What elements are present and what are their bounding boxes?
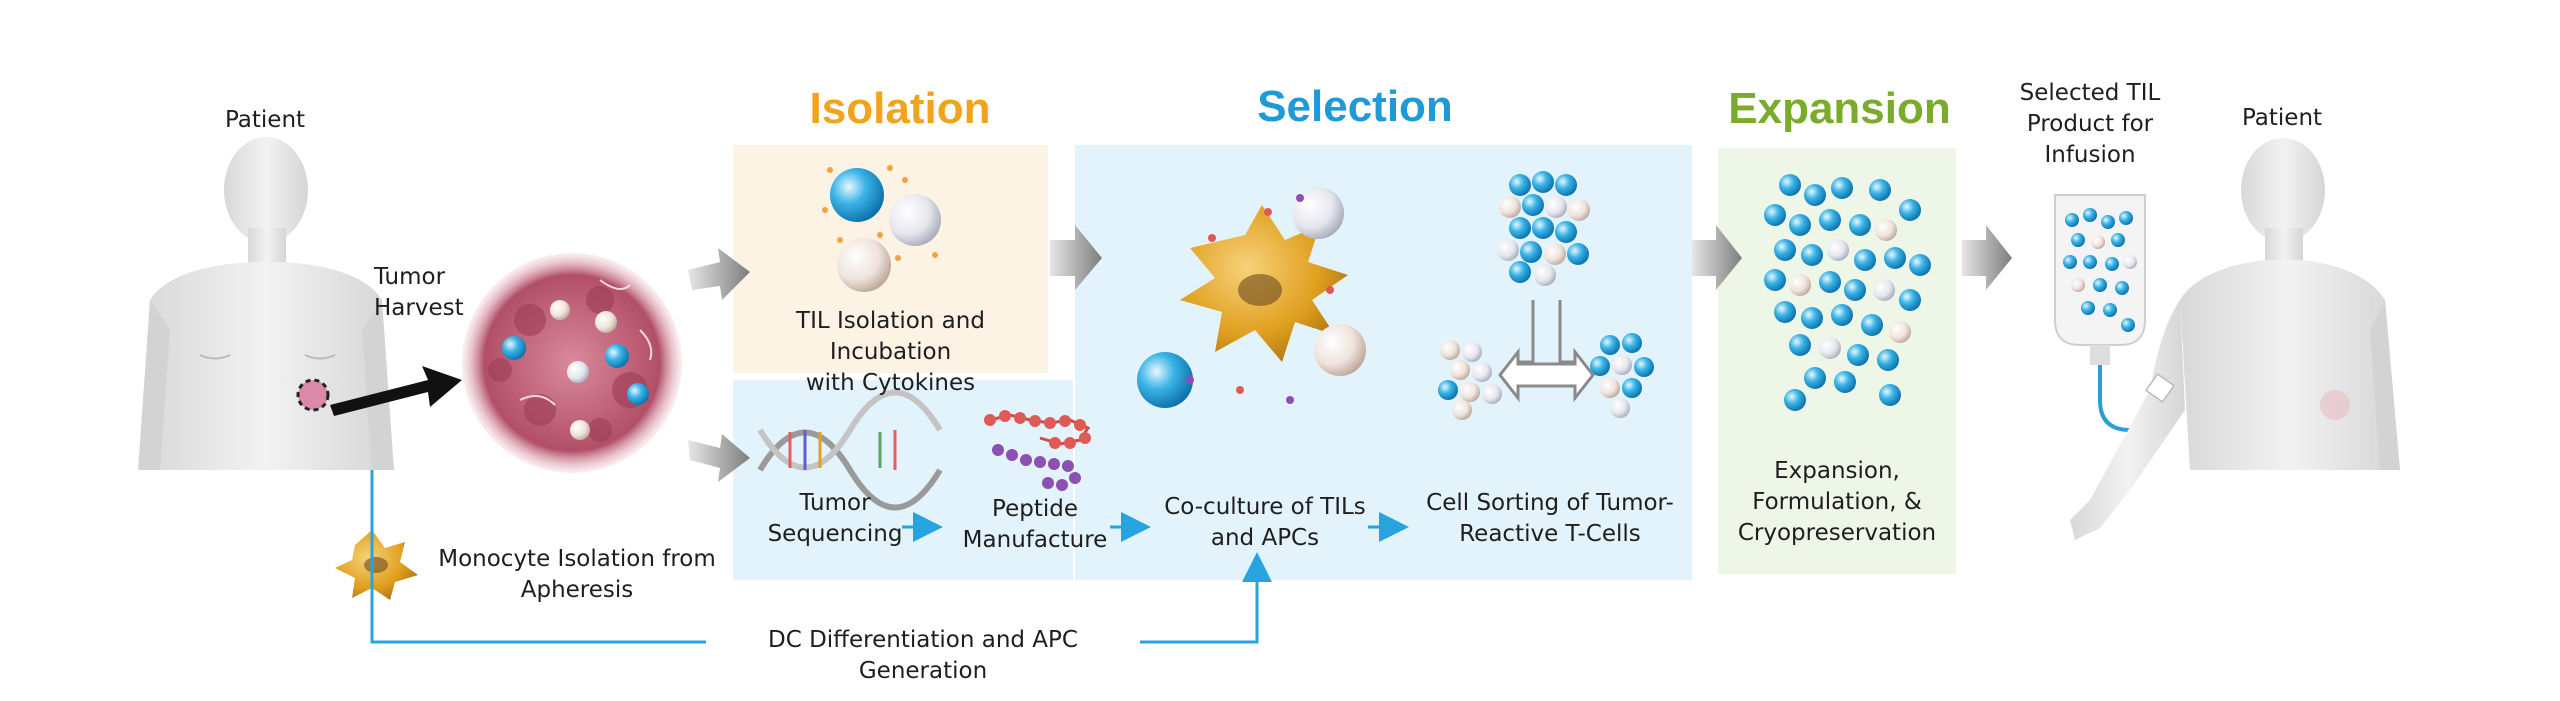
monocyte-label: Monocyte Isolation from Apheresis (438, 546, 716, 603)
peptide-label: Peptide Manufacture (962, 496, 1108, 553)
isolation-heading: Isolation (809, 84, 991, 133)
dendritic-cell-icon (1137, 187, 1366, 408)
dna-helix-icon (757, 389, 943, 511)
monocyte-icon (335, 530, 418, 600)
arrow-to-sequencing (688, 434, 750, 482)
isolation-panel (733, 145, 1048, 373)
infusion-bag-icon (2054, 194, 2162, 433)
selection-heading: Selection (1257, 82, 1453, 131)
blue-connectors (370, 470, 1409, 644)
arrow-to-isolation (688, 248, 750, 300)
t-cell-cluster-icon (1438, 171, 1654, 420)
dc-diff-label: DC Differentiation and APC Generation (706, 625, 1140, 687)
patient-silhouette-right-icon (2070, 138, 2400, 540)
arrow-isolation-to-selection (1050, 225, 1102, 290)
isolation-cells-icon (822, 165, 941, 292)
tumor-tissue-icon (462, 253, 682, 473)
arrow-selection-to-expansion (1692, 225, 1742, 290)
expansion-desc-label: Expansion, Formulation, & Cryopreservati… (1737, 458, 1937, 546)
tumor-harvest-label: Tumor Harvest (374, 264, 464, 321)
patient-left-label: Patient (224, 107, 306, 133)
cell-sorting-label: Cell Sorting of Tumor- Reactive T-Cells (1426, 490, 1674, 547)
coculture-label: Co-culture of TILs and APCs (1164, 494, 1366, 551)
sort-arrows-icon (1498, 300, 1595, 403)
expansion-cells-icon (1764, 174, 1931, 411)
selected-til-label: Selected TIL Product for Infusion (2019, 80, 2161, 168)
expansion-heading: Expansion (1728, 84, 1951, 133)
patient-silhouette-icon (138, 137, 394, 470)
peptide-chain-icon (984, 410, 1091, 491)
til-isolation-label: TIL Isolation and Incubation with Cytoki… (796, 308, 985, 396)
tumor-spot-icon (296, 378, 330, 412)
patient-right-label: Patient (2241, 105, 2323, 131)
arrow-expansion-to-infusion (1962, 225, 2012, 290)
tumor-sequencing-label: Tumor Sequencing (767, 490, 903, 547)
harvest-arrow (330, 366, 462, 416)
